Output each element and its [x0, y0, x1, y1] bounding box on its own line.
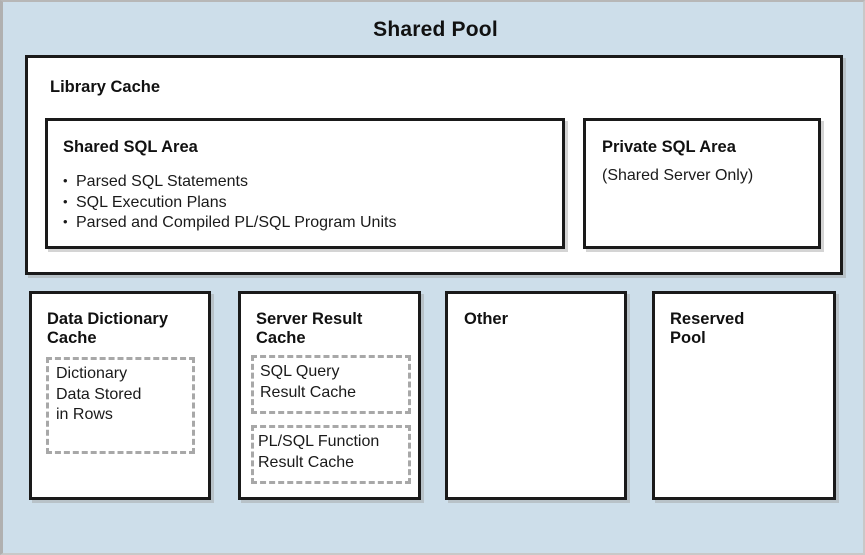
- private-sql-area-note: (Shared Server Only): [602, 167, 754, 184]
- other-box: [445, 291, 627, 500]
- sql-query-result-cache-text: SQL Query Result Cache: [260, 363, 357, 401]
- list-item: Parsed SQL Statements: [62, 171, 396, 193]
- diagram-title: Shared Pool: [373, 18, 498, 41]
- sql-query-result-cache-box: [251, 355, 411, 414]
- data-dictionary-cache-inner-box: [46, 357, 195, 454]
- private-sql-area-box: [583, 118, 821, 249]
- private-sql-area-label: Private SQL Area: [602, 138, 736, 156]
- other-label: Other: [464, 310, 509, 328]
- shared-sql-area-label: Shared SQL Area: [63, 138, 198, 156]
- shared-sql-area-item-list: Parsed SQL Statements SQL Execution Plan…: [62, 171, 396, 234]
- list-item: SQL Execution Plans: [62, 192, 396, 214]
- plsql-function-result-cache-box: [251, 425, 411, 484]
- reserved-pool-label: Reserved Pool: [670, 310, 745, 347]
- library-cache-label: Library Cache: [50, 78, 161, 96]
- reserved-pool-box: [652, 291, 836, 500]
- list-item: Parsed and Compiled PL/SQL Program Units: [62, 212, 396, 234]
- plsql-function-result-cache-text: PL/SQL Function Result Cache: [258, 433, 380, 471]
- data-dictionary-cache-label: Data Dictionary Cache: [47, 310, 169, 347]
- server-result-cache-label: Server Result Cache: [256, 310, 363, 347]
- data-dictionary-cache-inner-text: Dictionary Data Stored in Rows: [56, 365, 142, 423]
